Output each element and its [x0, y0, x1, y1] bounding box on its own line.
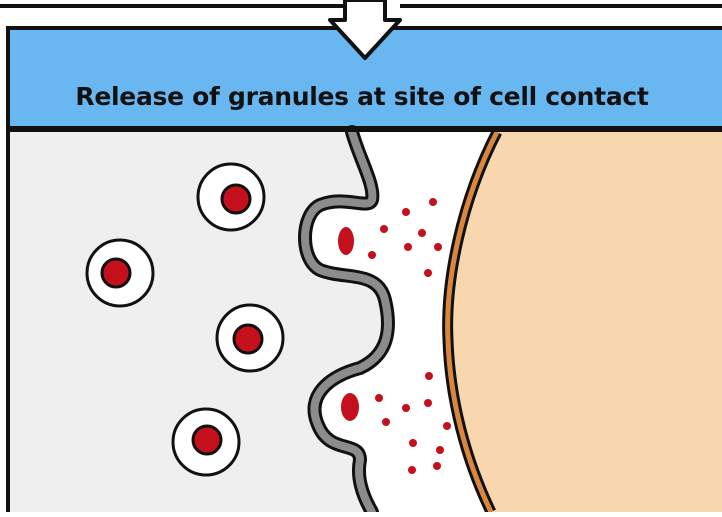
target-cell — [448, 132, 722, 512]
banner-title: Release of granules at site of cell cont… — [12, 74, 712, 118]
fusing-granule — [338, 227, 354, 255]
granule-vesicle-icon — [198, 164, 264, 230]
fusing-granule — [341, 393, 359, 421]
granule-vesicle-icon — [87, 240, 153, 306]
granule-vesicle-icon — [173, 409, 239, 475]
granule-vesicle-icon — [217, 305, 283, 371]
